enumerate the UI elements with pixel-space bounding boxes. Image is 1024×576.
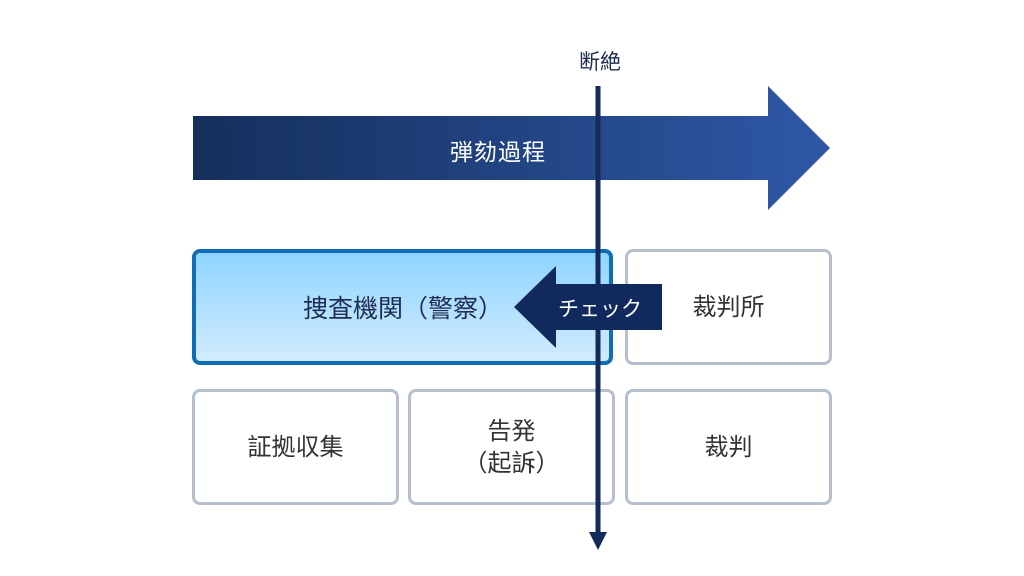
- impeachment-process-arrow: [193, 86, 830, 210]
- court-label: 裁判所: [692, 292, 765, 321]
- prosecution-box: 告発 （起訴）: [408, 389, 615, 505]
- break-line-arrowhead: [589, 532, 607, 550]
- prosecution-label-line1: 告発: [487, 416, 536, 445]
- check-label: チェック: [558, 297, 642, 321]
- prosecution-label-line2: （起訴）: [463, 449, 560, 477]
- break-label: 断絶: [579, 50, 621, 74]
- evidence-collection-box: 証拠収集: [192, 389, 399, 505]
- impeachment-process-label: 弾劾過程: [450, 140, 546, 166]
- trial-label: 裁判: [704, 432, 753, 461]
- check-arrow: [514, 266, 662, 348]
- trial-box: 裁判: [625, 389, 832, 505]
- investigation-agency-label: 捜査機関（警察）: [302, 294, 503, 323]
- evidence-collection-label: 証拠収集: [247, 432, 344, 461]
